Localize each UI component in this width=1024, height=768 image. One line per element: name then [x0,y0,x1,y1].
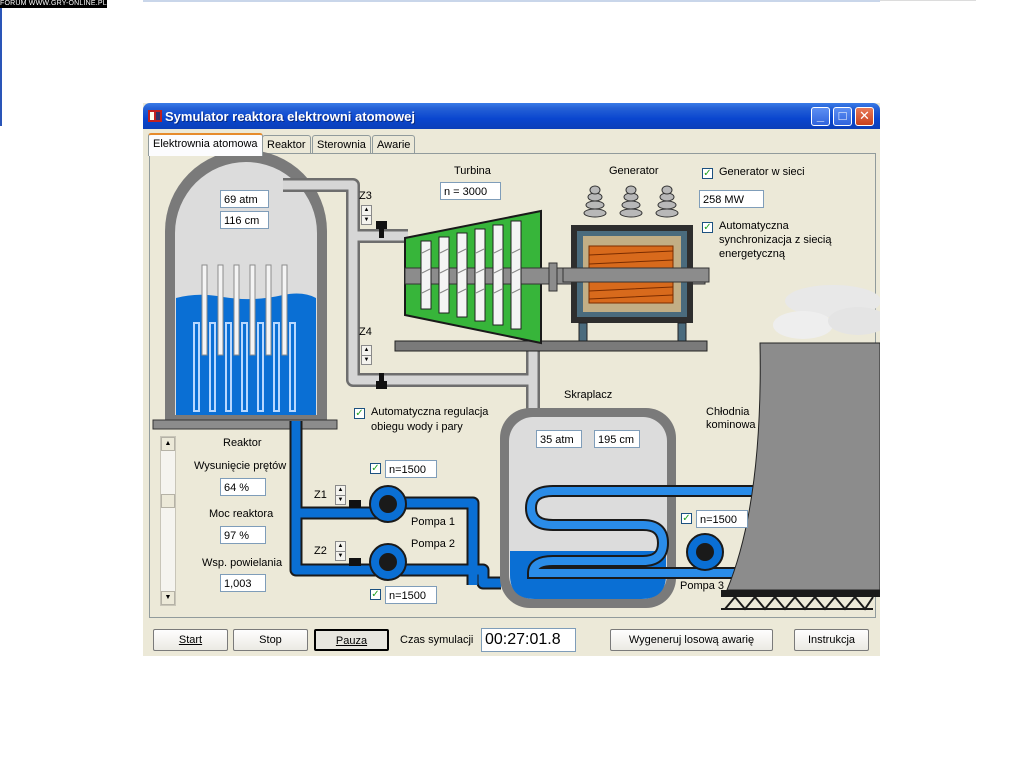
watermark-text: FORUM WWW.GRY-ONLINE.PL [0,0,107,8]
maximize-button[interactable]: □ [833,107,852,126]
pause-label: Pauza [335,635,368,647]
auto-sync-label-line1: Automatyczna [719,220,789,232]
pump3-speed-field: n=1500 [696,510,748,528]
background-divider [880,0,976,1]
control-rods [201,264,288,356]
valve-z2-stepper[interactable]: ▲▼ [335,541,346,561]
valve-z3-stepper[interactable]: ▲▼ [361,205,372,225]
rods-label: Wysunięcie prętów [194,460,287,472]
auto-sync-label-line3: energetyczną [719,248,786,260]
cooling-tower-graphic [721,285,880,611]
condenser-label: Skraplacz [564,389,613,401]
tab-sterownia[interactable]: Sterownia [312,135,371,154]
background-divider [143,0,880,2]
multiplication-value-field: 1,003 [220,574,266,592]
scroll-down-button[interactable]: ▼ [161,591,175,605]
tab-awarie[interactable]: Awarie [372,135,416,154]
pump1-label: Pompa 1 [411,516,456,528]
simulator-window: Symulator reaktora elektrowni atomowej _… [143,103,880,656]
fuel-rods [193,322,296,412]
tab-reaktor[interactable]: Reaktor [262,135,311,154]
turbine-label: Turbina [454,165,491,177]
generator-graphic [562,185,710,342]
stop-label: Stop [259,634,282,646]
valve-z4-stepper[interactable]: ▲▼ [361,345,372,365]
pump3-checkbox[interactable]: ✓ [681,513,692,524]
valve-z2-label: Z2 [314,545,327,557]
pump-graphic [349,485,724,581]
pump2-label: Pompa 2 [411,538,456,550]
power-value-field: 97 % [220,526,266,544]
pump1-checkbox[interactable]: ✓ [370,463,381,474]
valve-z3-label: Z3 [359,190,372,202]
multiplication-label: Wsp. powielania [202,557,283,569]
turbine-speed-field: n = 3000 [440,182,501,200]
instructions-label: Instrukcja [807,634,856,646]
reactor-pressure-field: 69 atm [220,190,269,208]
pump2-speed-field: n=1500 [385,586,437,604]
valve-z1-stepper[interactable]: ▲▼ [335,485,346,505]
pump1-speed-field: n=1500 [385,460,437,478]
plant-diagram [152,150,880,611]
auto-sync-label-line2: synchronizacja z siecią [719,234,832,246]
random-failure-label: Wygeneruj losową awarię [628,634,755,646]
pump3-label: Pompa 3 [680,580,725,592]
start-button[interactable]: Start [153,629,228,651]
start-label: Start [178,634,203,646]
instructions-button[interactable]: Instrukcja [794,629,869,651]
auto-regulation-checkbox[interactable]: ✓ [354,408,365,419]
condenser-coil-inner [526,487,773,577]
generator-label: Generator [609,165,659,177]
valve-z4-marker [376,381,387,389]
background-edge [0,8,2,126]
sim-time-display: 00:27:01.8 [481,628,576,652]
condenser-pressure-field: 35 atm [536,430,582,448]
stop-button[interactable]: Stop [233,629,308,651]
generator-online-label: Generator w sieci [719,166,805,178]
reactor-section-title: Reaktor [223,437,262,449]
power-label: Moc reaktora [209,508,274,520]
window-titlebar[interactable]: Symulator reaktora elektrowni atomowej _… [143,103,880,129]
valve-z3-marker [376,221,387,229]
pump2-checkbox[interactable]: ✓ [370,589,381,600]
reactor-level-field: 116 cm [220,211,269,229]
auto-sync-checkbox[interactable]: ✓ [702,222,713,233]
condenser-level-field: 195 cm [594,430,640,448]
generator-online-checkbox[interactable]: ✓ [702,168,713,179]
control-rods-scrollbar[interactable]: ▲ ▼ [160,436,176,606]
auto-regulation-label-line2: obiegu wody i pary [371,421,463,433]
sim-time-label: Czas symulacji [400,634,474,646]
scroll-up-button[interactable]: ▲ [161,437,175,451]
valve-z4-label: Z4 [359,326,372,338]
window-title: Symulator reaktora elektrowni atomowej [165,109,415,124]
generator-output-field: 258 MW [699,190,764,208]
cooling-tower-label-line2: kominowa [706,419,756,431]
app-icon [148,110,162,122]
random-failure-button[interactable]: Wygeneruj losową awarię [610,629,773,651]
cooling-tower-label-line1: Chłodnia [706,406,750,418]
minimize-button[interactable]: _ [811,107,830,126]
tab-elektrownia-atomowa[interactable]: Elektrownia atomowa [148,133,263,156]
pause-button[interactable]: Pauza [314,629,389,651]
scroll-thumb[interactable] [161,494,175,508]
auto-regulation-label-line1: Automatyczna regulacja [371,406,489,418]
close-button[interactable]: ✕ [855,107,874,126]
rods-value-field: 64 % [220,478,266,496]
valve-z1-label: Z1 [314,489,327,501]
